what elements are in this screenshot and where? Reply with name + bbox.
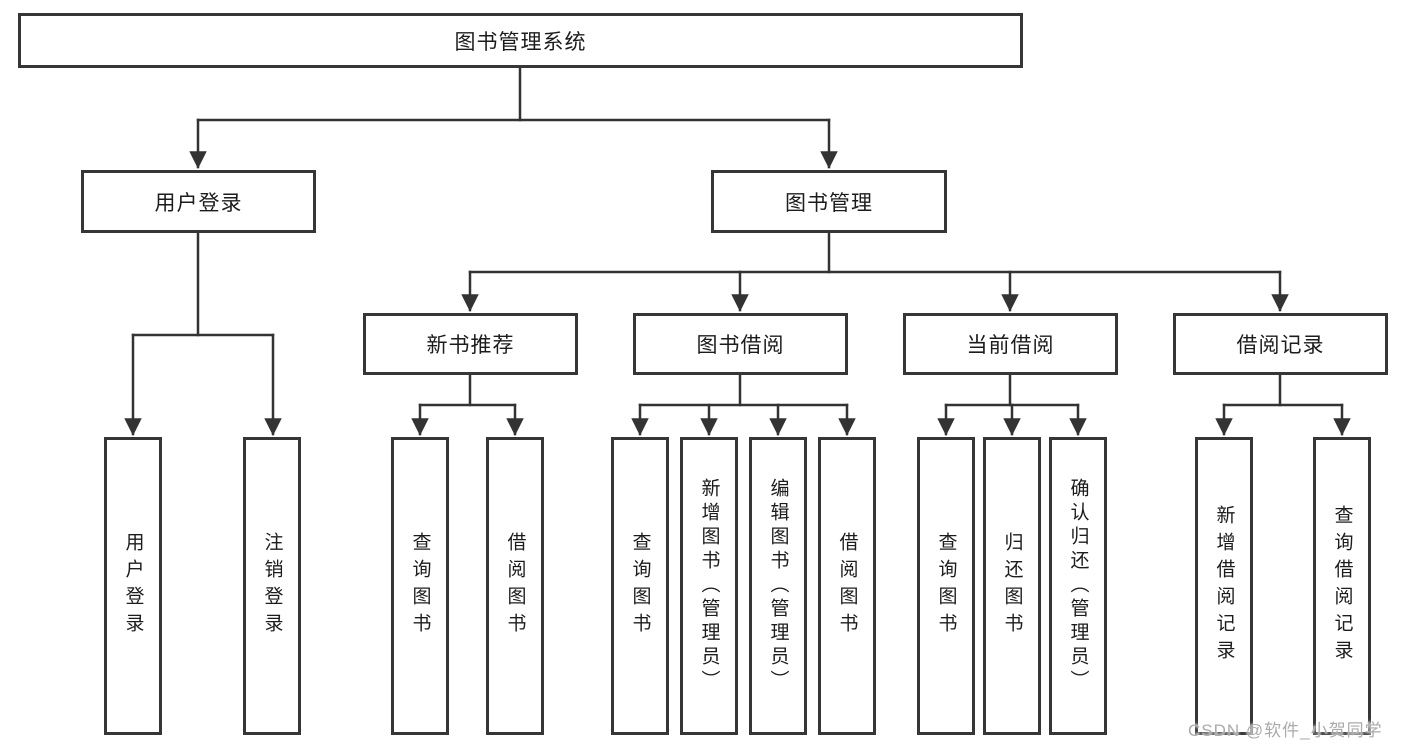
node-new-book-recommend-label: 新书推荐: [426, 334, 515, 357]
leaf-logout: 注销登录: [243, 437, 301, 735]
leaf-current-query-books-label: 查询图书: [935, 532, 957, 640]
leaf-logout-label: 注销登录: [261, 532, 283, 640]
node-user-login-label: 用户登录: [154, 191, 243, 215]
node-root-system: 图书管理系统: [18, 13, 1023, 68]
leaf-borrow-borrow-books: 借阅图书: [818, 437, 876, 735]
leaf-borrow-query-books-label: 查询图书: [629, 532, 651, 640]
leaf-query-borrow-record: 查询借阅记录: [1313, 437, 1371, 735]
node-current-borrow-label: 当前借阅: [966, 334, 1055, 357]
node-book-management-label: 图书管理: [785, 191, 873, 215]
leaf-confirm-return-admin: 确认归还（管理员）: [1049, 437, 1107, 735]
leaf-recommend-query-books-label: 查询图书: [409, 532, 431, 640]
leaf-edit-books-admin-label: 编辑图书（管理员）: [767, 478, 789, 694]
leaf-add-books-admin-label: 新增图书（管理员）: [698, 478, 720, 694]
leaf-recommend-query-books: 查询图书: [391, 437, 449, 735]
node-book-management: 图书管理: [711, 170, 947, 233]
leaf-confirm-return-admin-label: 确认归还（管理员）: [1067, 478, 1089, 694]
leaf-borrow-borrow-books-label: 借阅图书: [836, 532, 858, 640]
node-borrow-records: 借阅记录: [1173, 313, 1388, 375]
leaf-user-login: 用户登录: [104, 437, 162, 735]
leaf-return-books: 归还图书: [983, 437, 1041, 735]
node-current-borrow: 当前借阅: [903, 313, 1118, 375]
node-root-system-label: 图书管理系统: [454, 30, 587, 54]
leaf-add-borrow-record: 新增借阅记录: [1195, 437, 1253, 735]
leaf-add-borrow-record-label: 新增借阅记录: [1213, 505, 1235, 667]
node-user-login: 用户登录: [81, 170, 316, 233]
leaf-borrow-query-books: 查询图书: [611, 437, 669, 735]
leaf-query-borrow-record-label: 查询借阅记录: [1331, 505, 1353, 667]
leaf-edit-books-admin: 编辑图书（管理员）: [749, 437, 807, 735]
node-book-borrow-label: 图书借阅: [696, 334, 785, 357]
leaf-user-login-label: 用户登录: [122, 532, 144, 640]
csdn-watermark: CSDN @软件_小贺同学: [1188, 721, 1383, 740]
leaf-recommend-borrow-books-label: 借阅图书: [504, 532, 526, 640]
leaf-recommend-borrow-books: 借阅图书: [486, 437, 544, 735]
node-new-book-recommend: 新书推荐: [363, 313, 578, 375]
node-book-borrow: 图书借阅: [633, 313, 848, 375]
node-borrow-records-label: 借阅记录: [1236, 334, 1325, 357]
leaf-current-query-books: 查询图书: [917, 437, 975, 735]
leaf-add-books-admin: 新增图书（管理员）: [680, 437, 738, 735]
leaf-return-books-label: 归还图书: [1001, 532, 1023, 640]
